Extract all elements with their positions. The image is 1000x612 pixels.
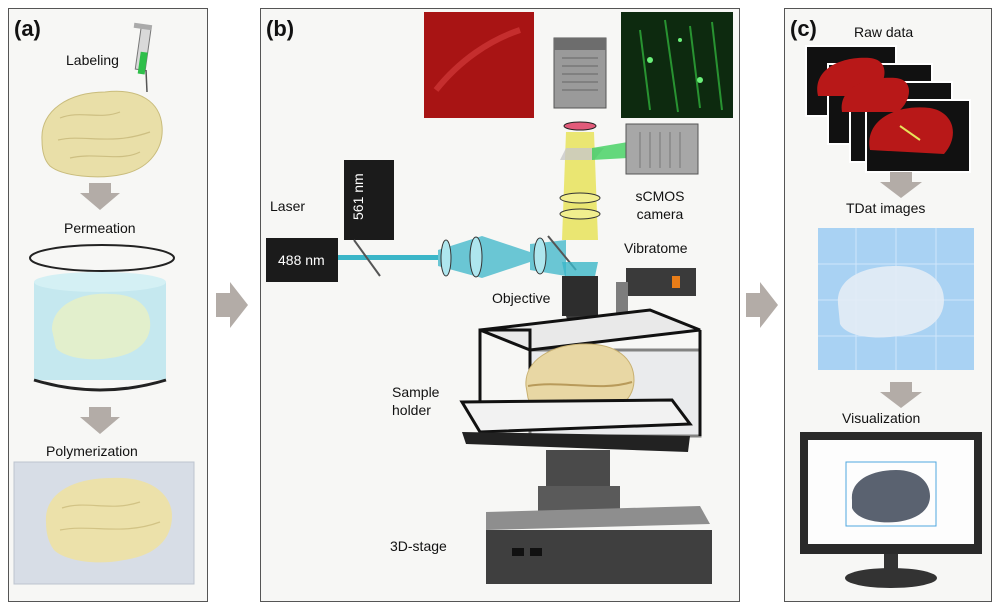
down-arrow-icon: [880, 382, 922, 408]
visualization-label: Visualization: [842, 410, 921, 426]
laser-488-label: 488 nm: [278, 252, 325, 268]
hydrogel-tub: [29, 244, 175, 392]
panel-a-label: (a): [14, 16, 41, 41]
stage-label: 3D-stage: [390, 538, 447, 554]
brain-illustration: [41, 90, 163, 178]
labeling-label: Labeling: [66, 52, 119, 68]
panel-b-label: (b): [266, 16, 295, 41]
raw-data-label: Raw data: [854, 24, 914, 40]
scmos-camera-icon: [625, 123, 699, 175]
tdat-label: TDat images: [846, 200, 926, 216]
scmos-label-line1: sCMOS: [635, 188, 685, 204]
scmos-label-line2: camera: [636, 206, 684, 222]
monitor-icon: [800, 432, 982, 588]
sample-holder: [459, 308, 702, 452]
polymerization-label: Polymerization: [46, 443, 138, 459]
syringe-icon: [133, 22, 153, 93]
tdat-cube: [818, 228, 974, 370]
down-arrow-icon: [80, 407, 120, 434]
down-arrow-icon: [80, 183, 120, 210]
permeation-label: Permeation: [64, 220, 136, 236]
vibratome-label: Vibratome: [624, 240, 688, 256]
top-camera-icon: [553, 37, 607, 109]
panel-c-label: (c): [790, 16, 817, 41]
laser-label: Laser: [270, 198, 306, 214]
sample-holder-label-line1: Sample: [392, 384, 440, 400]
stage-3d: [486, 506, 712, 584]
laser-488-box: [266, 238, 338, 282]
raw-data-stack: [805, 45, 971, 173]
down-arrow-icon: [880, 172, 922, 198]
polymerized-block: [13, 461, 195, 585]
objective-label: Objective: [492, 290, 551, 306]
laser-561-box: [344, 160, 394, 240]
sample-holder-label-line2: holder: [392, 402, 431, 418]
